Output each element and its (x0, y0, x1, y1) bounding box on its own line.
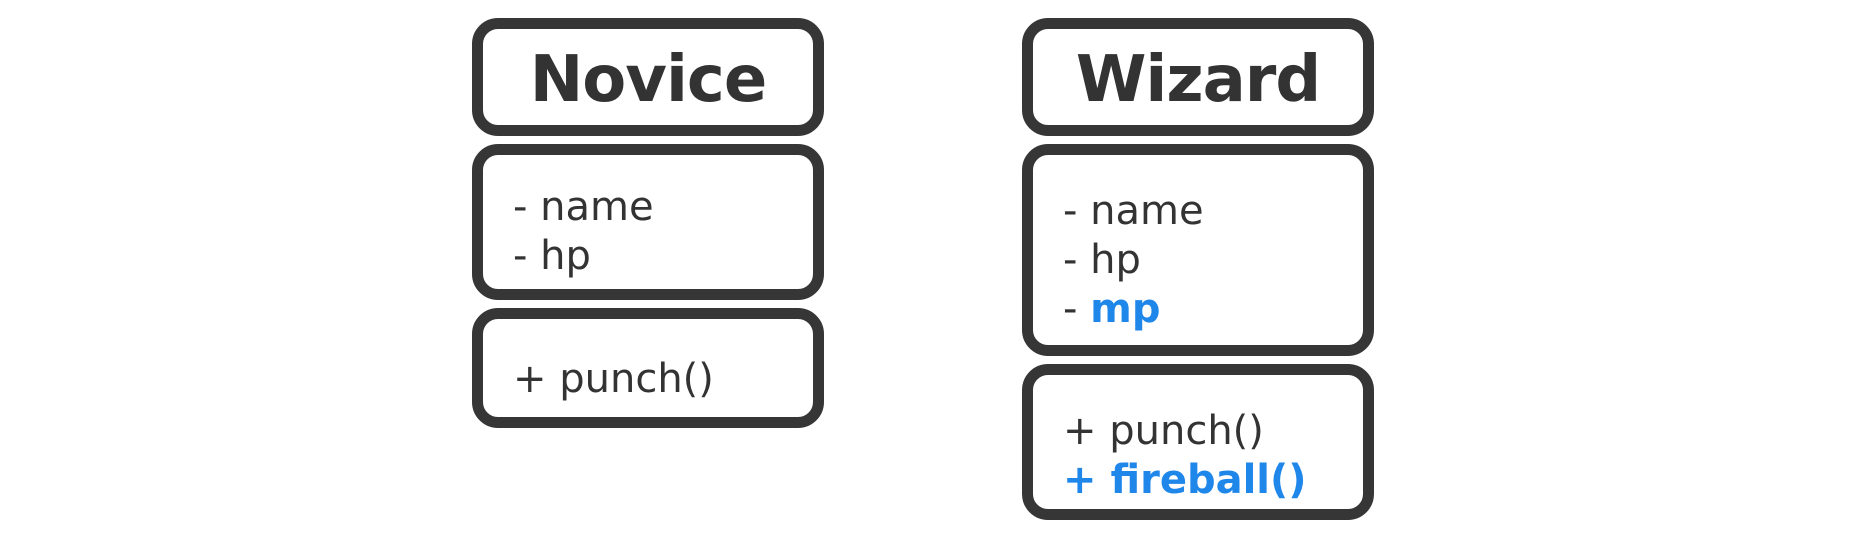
novice-class-name-box: Novice (472, 18, 824, 136)
wizard-methods-box: + punch() + fireball() (1022, 364, 1374, 520)
novice-method-punch: + punch() (513, 356, 714, 402)
novice-methods-box: + punch() (472, 308, 824, 428)
wizard-class-name: Wizard (1075, 43, 1321, 117)
wizard-attribute-name: - name (1063, 188, 1204, 234)
novice-class-name: Novice (529, 43, 768, 117)
novice-attribute-hp: - hp (513, 233, 591, 279)
novice-attributes-box: - name - hp (472, 144, 824, 300)
wizard-attribute-mp: - mp (1063, 286, 1161, 332)
wizard-attributes-box: - name - hp - mp (1022, 144, 1374, 356)
wizard-attribute-hp: - hp (1063, 237, 1141, 283)
wizard-method-punch: + punch() (1063, 408, 1264, 454)
novice-attribute-name: - name (513, 184, 654, 230)
wizard-class-name-box: Wizard (1022, 18, 1374, 136)
wizard-method-fireball: + fireball() (1063, 457, 1307, 503)
